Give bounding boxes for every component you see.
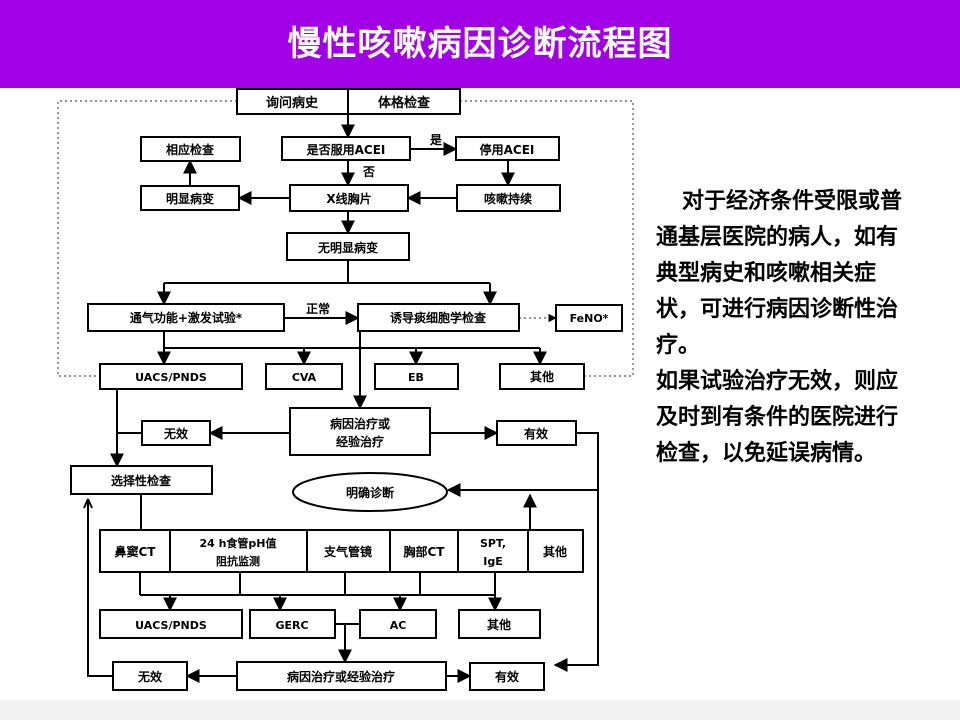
no-label: 否	[362, 165, 375, 179]
note-paragraph-2: 如果试验治疗无效，则应及时到有条件的医院进行检查，以免延误病情。	[656, 369, 899, 466]
no-obvious-lesion-box	[286, 232, 410, 261]
final-treatment-label: 病因治疗或经验治疗	[287, 669, 395, 684]
bronchoscopy-label: 支气管镜	[323, 544, 372, 559]
stop-acei-box	[455, 136, 560, 161]
sinus-ct-label: 鼻窦CT	[115, 544, 157, 559]
title-bar: 慢性咳嗽病因诊断流程图	[0, 0, 960, 88]
final-other-box	[458, 609, 541, 639]
acei-question-label: 是否服用ACEI	[306, 142, 386, 157]
lung-function-label: 通气功能+激发试验*	[130, 310, 243, 325]
bottom-strip	[0, 700, 960, 720]
final-effective-label: 有效	[495, 669, 520, 684]
final-invalid-box	[112, 661, 188, 691]
xray-box	[289, 184, 409, 212]
final-other-label: 其他	[487, 617, 511, 632]
dx-uacs-label: UACS/PNDS	[135, 371, 207, 384]
page-title: 慢性咳嗽病因诊断流程图	[287, 24, 673, 64]
obvious-lesion-label: 明显病变	[166, 191, 214, 206]
final-uacs-box	[99, 609, 243, 639]
invalid-box	[141, 420, 211, 446]
invalid-label: 无效	[163, 426, 189, 441]
cough-persists-label: 咳嗽持续	[484, 191, 532, 206]
sputum-test-label: 诱导痰细胞学检查	[390, 310, 487, 325]
final-effective-box	[469, 662, 545, 691]
effective-label: 有效	[524, 426, 549, 441]
final-gerc-label: GERC	[275, 619, 308, 632]
other-exam-label: 其他	[543, 544, 567, 559]
dx-other-label: 其他	[530, 369, 554, 384]
final-treatment-box	[236, 661, 447, 691]
dx-eb-label: EB	[408, 371, 424, 384]
etiologic-treatment-line1: 病因治疗或	[330, 416, 390, 431]
physical-exam-label: 体格检查	[378, 95, 431, 111]
side-note: 对于经济条件受限或普通基层医院的病人，如有典型病史和咳嗽相关症状，可进行病因诊断…	[656, 184, 918, 472]
final-ac-box	[359, 609, 437, 639]
normal-label: 正常	[306, 301, 330, 316]
lung-function-box	[87, 303, 285, 332]
dx-eb-box	[374, 363, 459, 390]
feno-box	[555, 304, 623, 332]
clear-diagnosis-ellipse	[292, 472, 448, 512]
dotted-frame	[57, 100, 634, 377]
sputum-test-box	[357, 303, 520, 332]
dx-uacs-box	[99, 363, 243, 390]
clear-diagnosis-label: 明确诊断	[346, 485, 394, 500]
relevant-exam-box	[140, 136, 241, 162]
relevant-exam-label: 相应检查	[166, 142, 215, 157]
cough-persists-box	[456, 184, 561, 212]
xray-label: X线胸片	[326, 191, 371, 206]
effective-box	[496, 420, 577, 446]
obvious-lesion-box	[140, 185, 240, 211]
no-obvious-lesion-label: 无明显病变	[317, 240, 378, 255]
etiologic-treatment-box	[289, 407, 431, 456]
history-label: 询问病史	[266, 95, 319, 111]
connectors	[83, 114, 599, 683]
acei-question-box	[281, 136, 411, 161]
dx-other-box	[499, 363, 585, 390]
chest-ct-label: 胸部CT	[404, 544, 446, 559]
ph-line2: 阻抗监测	[216, 554, 260, 568]
ph-line1: 24 h食管pH值	[199, 536, 276, 550]
exam-row-box	[99, 529, 584, 573]
etiologic-treatment-line2: 经验治疗	[336, 434, 384, 449]
selective-exam-box	[70, 465, 213, 495]
final-ac-label: AC	[390, 619, 407, 632]
final-uacs-label: UACS/PNDS	[135, 619, 207, 632]
feno-label: FeNO*	[570, 312, 609, 325]
dx-cva-box	[265, 363, 343, 390]
spt-line1: SPT,	[480, 537, 506, 550]
stop-acei-label: 停用ACEI	[480, 142, 535, 157]
spt-line2: IgE	[483, 555, 502, 568]
final-gerc-box	[249, 609, 336, 639]
dx-cva-label: CVA	[292, 371, 317, 384]
selective-exam-label: 选择性检查	[111, 473, 172, 488]
final-invalid-label: 无效	[137, 669, 163, 684]
yes-label: 是	[429, 133, 443, 147]
exam-row-dividers	[169, 530, 529, 572]
note-paragraph-1: 对于经济条件受限或普通基层医院的病人，如有典型病史和咳嗽相关症状，可进行病因诊断…	[656, 189, 903, 358]
